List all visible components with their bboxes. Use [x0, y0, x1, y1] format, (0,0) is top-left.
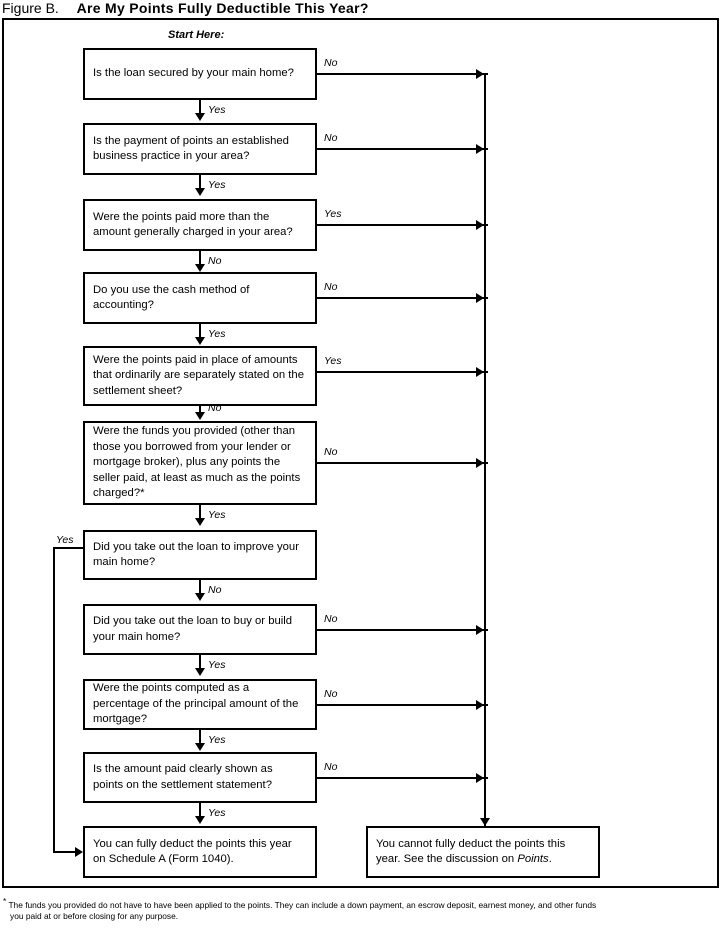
branch-label-q2-yes: Yes — [208, 179, 226, 191]
decision-box-q2-text: Is the payment of points an established … — [93, 134, 289, 163]
left-return-top-segment — [53, 547, 85, 549]
edge-q6-yes-arrowhead — [195, 518, 205, 526]
decision-box-q8[interactable]: Did you take out the loan to buy or buil… — [83, 604, 317, 655]
branch-label-q1-no: No — [324, 57, 338, 69]
edge-q8-no-arrowhead — [476, 625, 484, 635]
edge-q5-no — [199, 406, 201, 416]
edge-q10-yes-arrowhead — [195, 816, 205, 824]
decision-box-q6-text: Were the funds you provided (other than … — [93, 425, 301, 500]
edge-q5-yes — [317, 371, 488, 373]
right-collector-line — [484, 74, 486, 826]
edge-q1-no — [317, 73, 488, 75]
edge-q5-yes-arrowhead — [476, 367, 484, 377]
edge-q4-no-arrowhead — [476, 293, 484, 303]
start-here-label: Start Here: — [168, 29, 225, 41]
branch-label-q3-yes: Yes — [324, 208, 342, 220]
edge-q8-yes — [199, 655, 201, 671]
branch-label-q7-no: No — [208, 584, 222, 596]
branch-label-q7-yes: Yes — [56, 534, 74, 546]
left-return-line — [53, 547, 55, 853]
edge-q4-yes-arrowhead — [195, 337, 205, 345]
edge-q1-yes — [199, 100, 201, 116]
points-italic-reference: Points — [517, 853, 549, 865]
branch-label-q10-yes: Yes — [208, 807, 226, 819]
footnote-marker: * — [3, 896, 7, 906]
terminal-box-cannot-deduct[interactable]: You cannot fully deduct the points this … — [366, 826, 600, 878]
edge-q3-yes-arrowhead — [476, 220, 484, 230]
branch-label-q4-yes: Yes — [208, 328, 226, 340]
decision-box-q6[interactable]: Were the funds you provided (other than … — [83, 421, 317, 505]
branch-label-q9-no: No — [324, 688, 338, 700]
decision-box-q1-text: Is the loan secured by your main home? — [93, 67, 294, 80]
edge-q2-yes — [199, 175, 201, 191]
terminal-box-can-deduct[interactable]: You can fully deduct the points this yea… — [83, 826, 317, 878]
decision-box-q8-text: Did you take out the loan to buy or buil… — [93, 615, 293, 643]
right-collector-arrowhead — [480, 818, 490, 826]
decision-box-q4[interactable]: Do you use the cash method of accounting… — [83, 272, 317, 324]
edge-q3-yes — [317, 224, 488, 226]
edge-q6-yes — [199, 505, 201, 521]
figure-label: Figure B. — [2, 0, 59, 16]
edge-q10-no-arrowhead — [476, 773, 484, 783]
branch-label-q4-no: No — [324, 281, 338, 293]
edge-q9-yes-arrowhead — [195, 743, 205, 751]
footnote: * The funds you provided do not have to … — [3, 896, 717, 923]
decision-box-q9-text: Were the points computed as a percentage… — [93, 682, 299, 726]
edge-q3-no — [199, 251, 201, 267]
branch-label-q8-no: No — [324, 613, 338, 625]
edge-q8-no — [317, 629, 488, 631]
branch-label-q3-no: No — [208, 255, 222, 267]
decision-box-q10[interactable]: Is the amount paid clearly shown as poin… — [83, 752, 317, 803]
decision-box-q5[interactable]: Were the points paid in place of amounts… — [83, 346, 317, 406]
terminal-box-can-deduct-text: You can fully deduct the points this yea… — [93, 837, 292, 866]
edge-q6-no — [317, 462, 488, 464]
decision-box-q9[interactable]: Were the points computed as a percentage… — [83, 679, 317, 730]
decision-box-q4-text: Do you use the cash method of accounting… — [93, 283, 250, 312]
edge-q10-no — [317, 777, 488, 779]
terminal-box-cannot-deduct-text: You cannot fully deduct the points this … — [376, 837, 566, 866]
edge-q2-no — [317, 148, 488, 150]
edge-q1-yes-arrowhead — [195, 113, 205, 121]
branch-label-q2-no: No — [324, 132, 338, 144]
figure-title: Figure B. Are My Points Fully Deductible… — [2, 0, 717, 17]
edge-q10-yes — [199, 803, 201, 819]
edge-q2-yes-arrowhead — [195, 188, 205, 196]
branch-label-q1-yes: Yes — [208, 104, 226, 116]
edge-q1-no-arrowhead — [476, 69, 484, 79]
branch-label-q6-yes: Yes — [208, 509, 226, 521]
left-return-arrowhead — [75, 847, 83, 857]
edge-q4-yes — [199, 324, 201, 340]
edge-q9-no-arrowhead — [476, 700, 484, 710]
figure-heading: Are My Points Fully Deductible This Year… — [76, 0, 369, 16]
decision-box-q5-text: Were the points paid in place of amounts… — [93, 353, 305, 397]
edge-q9-yes — [199, 730, 201, 746]
branch-label-q5-yes: Yes — [324, 355, 342, 367]
branch-label-q9-yes: Yes — [208, 734, 226, 746]
branch-label-q10-no: No — [324, 761, 338, 773]
branch-label-q8-yes: Yes — [208, 659, 226, 671]
decision-box-q7-text: Did you take out the loan to improve you… — [93, 540, 299, 569]
edge-q8-yes-arrowhead — [195, 668, 205, 676]
edge-q4-no — [317, 297, 488, 299]
decision-box-q7[interactable]: Did you take out the loan to improve you… — [83, 530, 317, 580]
edge-q5-no-arrowhead — [195, 412, 205, 420]
branch-label-q5-no: No — [208, 402, 222, 414]
decision-box-q3[interactable]: Were the points paid more than the amoun… — [83, 199, 317, 251]
edge-q2-no-arrowhead — [476, 144, 484, 154]
footnote-line-2: you paid at or before closing for any pu… — [10, 911, 179, 922]
decision-box-q2[interactable]: Is the payment of points an established … — [83, 123, 317, 175]
left-return-bottom-segment — [53, 851, 75, 853]
decision-box-q3-text: Were the points paid more than the amoun… — [93, 210, 293, 239]
edge-q9-no — [317, 704, 488, 706]
decision-box-q1[interactable]: Is the loan secured by your main home? — [83, 48, 317, 100]
edge-q6-no-arrowhead — [476, 458, 484, 468]
edge-q3-no-arrowhead — [195, 264, 205, 272]
branch-label-q6-no: No — [324, 446, 338, 458]
edge-q7-no — [199, 580, 201, 596]
decision-box-q10-text: Is the amount paid clearly shown as poin… — [93, 763, 273, 791]
edge-q7-no-arrowhead — [195, 593, 205, 601]
footnote-line-1: The funds you provided do not have to ha… — [6, 899, 597, 910]
